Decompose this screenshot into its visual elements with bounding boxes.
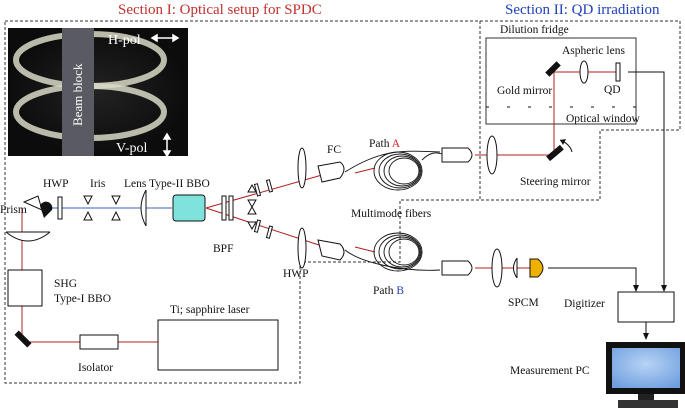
mirror-bottom-left [14, 330, 32, 348]
v-pol-label: V-pol [116, 141, 147, 156]
path-b-letter: B [396, 285, 404, 297]
prism-label: Prism [0, 204, 27, 216]
iris-bottom [83, 210, 93, 221]
beam-block-label: Beam block [70, 63, 85, 126]
v-pol-arrow-icon [162, 132, 172, 158]
steering-mirror-label: Steering mirror [520, 176, 591, 188]
section1-boundary [4, 20, 481, 384]
shg-label-line1: SHG [54, 278, 77, 290]
hwp-path-plates [253, 179, 274, 239]
arrow-pc-icon [643, 333, 649, 340]
beam-block [62, 28, 94, 156]
digitizer-box [617, 291, 675, 323]
section2-title: Section II: QD irradiation [505, 2, 660, 18]
ti-sapphire-laser-box [157, 319, 279, 371]
gold-mirror-label: Gold mirror [497, 85, 552, 97]
lens-output-a [486, 135, 498, 175]
fc-label: FC [327, 144, 341, 156]
path-iris-shapes [247, 183, 257, 231]
isolator-label: Isolator [78, 362, 113, 374]
bpf-filter [221, 195, 227, 221]
path-b-label: Path B [373, 285, 404, 297]
iris-top-2 [111, 195, 121, 206]
lens-bbo-label: Lens Type-II BBO [124, 178, 210, 190]
fiber-output-b [441, 260, 473, 276]
arrow-spcm-icon [633, 285, 639, 292]
multimode-fibers-label: Multimode fibers [351, 208, 432, 220]
spcm-label: SPCM [508, 297, 539, 309]
h-pol-arrow-icon [150, 33, 180, 43]
steering-mirror [546, 144, 564, 162]
bpf-filter-2 [228, 195, 234, 221]
h-pol-label: H-pol [108, 33, 141, 48]
shg-label-line2: Type-I BBO [54, 293, 111, 305]
fiber-coupler-a [317, 161, 345, 183]
lens-path-b [297, 227, 307, 269]
hwp-left-plate [57, 196, 63, 220]
iris-top [83, 195, 93, 206]
hwp-left-label: HWP [43, 178, 69, 190]
type-ii-bbo-crystal [172, 194, 206, 222]
fiber-output-a [441, 147, 473, 163]
section2-boundary [480, 20, 681, 201]
bpf-label: BPF [213, 243, 233, 255]
spcm-lens [513, 257, 518, 279]
lens-output-b [491, 248, 503, 288]
dilution-fridge-box [485, 37, 637, 125]
lens-path-a [297, 147, 307, 189]
qd-label: QD [604, 84, 621, 96]
optical-window-label: Optical window [566, 113, 640, 125]
iris-label: Iris [90, 178, 106, 190]
measurement-pc-label: Measurement PC [510, 365, 590, 377]
aspheric-lens [579, 60, 589, 84]
aspheric-lens-label: Aspheric lens [562, 45, 625, 57]
path-a-letter: A [392, 138, 401, 150]
spcm-detector [529, 258, 544, 278]
fiber-coil-a [344, 150, 443, 191]
gold-mirror [545, 61, 561, 77]
quantum-dot-sample [615, 62, 621, 82]
fiber-coil-b [344, 232, 441, 272]
arrow-qd-icon [661, 285, 667, 292]
iris-bottom-2 [111, 210, 121, 221]
dilution-fridge-label: Dilution fridge [500, 24, 569, 36]
focus-lens [140, 189, 147, 227]
beam-profile-inset: Beam block H-pol V-pol [8, 28, 188, 158]
hwp-bottom-label: HWP [283, 268, 309, 280]
isolator-box [79, 334, 119, 350]
fiber-coupler-b [317, 239, 345, 261]
prism [5, 195, 53, 242]
steering-arrowhead [560, 139, 566, 145]
path-a-label: Path A [369, 138, 401, 150]
ti-laser-label: Ti; sapphire laser [170, 304, 250, 316]
spdc-beams [205, 71, 618, 269]
shg-crystal-box [7, 269, 43, 307]
computer-icon [606, 342, 685, 408]
section1-title: Section I: Optical setup for SPDC [118, 2, 322, 18]
digitizer-label: Digitizer [564, 298, 605, 310]
